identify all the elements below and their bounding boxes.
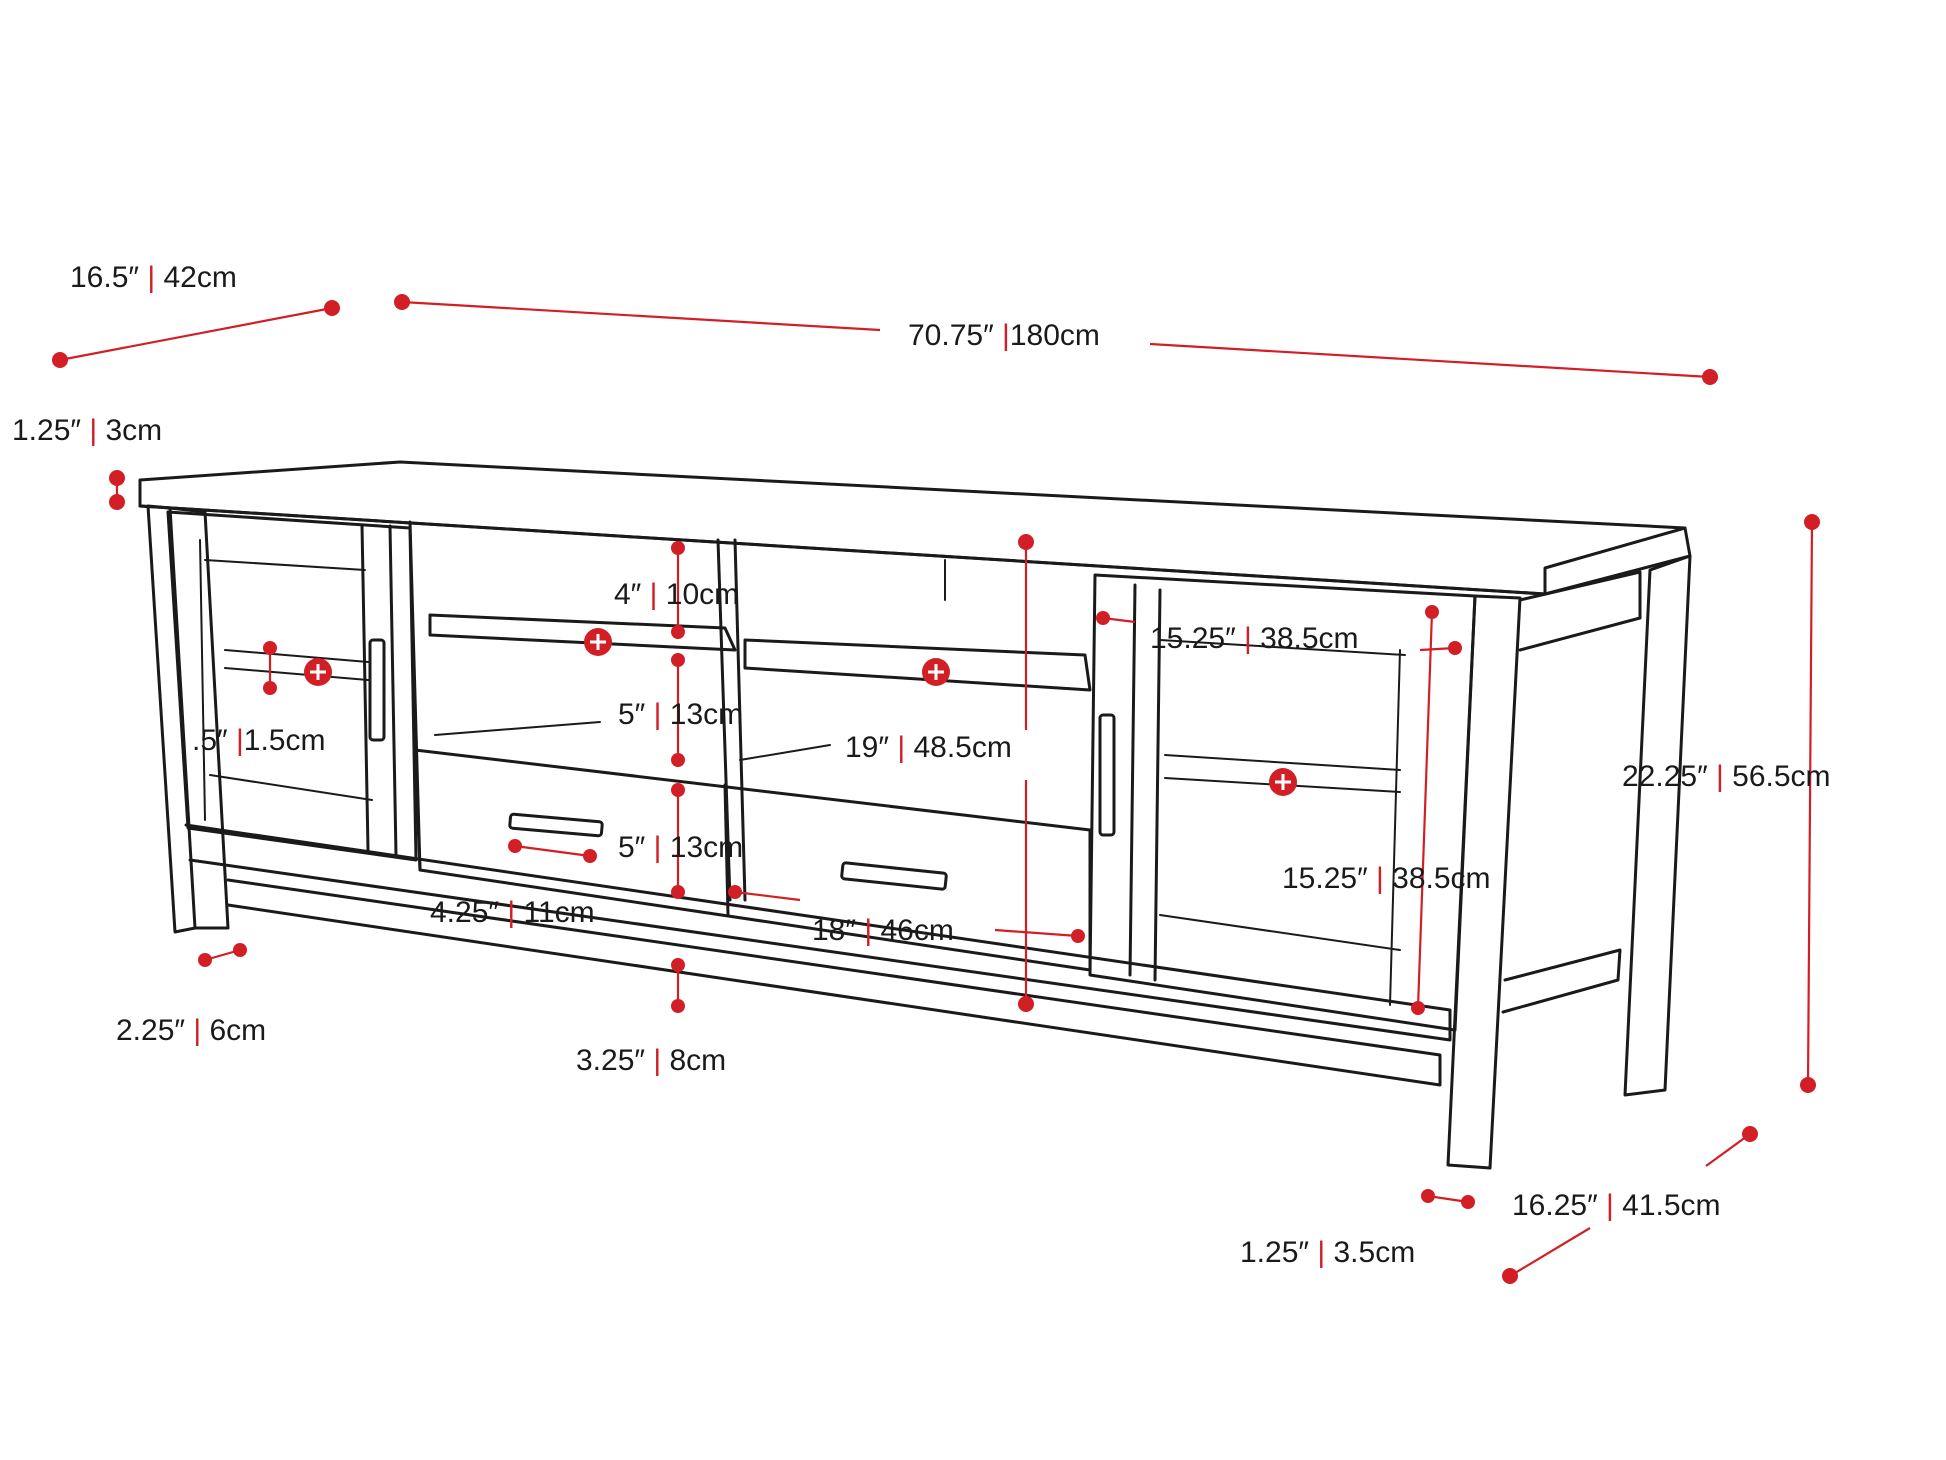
shelf-pin-icon [1269,768,1297,796]
left-leg-inner [168,506,230,930]
dimension-dot [1421,1189,1435,1203]
shelf-pin-icon [304,658,332,686]
dimension-dot [52,352,68,368]
dimension-label: 16.25″ | 41.5cm [1512,1189,1721,1222]
right-side-rail [1501,570,1642,1014]
dimension-dot [263,641,277,655]
left-drawer-handle [508,812,604,838]
shelf-pin-icons [304,628,1297,796]
dimension-dot [394,294,410,310]
center-upper-shelf-right [743,638,1092,692]
dimension-dot [1461,1195,1475,1209]
center-back-lines [434,559,946,761]
left-lower-rail [184,823,1452,1042]
shelf-pin-icon [922,658,950,686]
dimension-dot [671,958,685,972]
right-drawer-handle [840,861,948,891]
dimension-label: 1.25″ | 3.5cm [1240,1236,1415,1269]
dimension-dot [671,625,685,639]
dimension-dot [1018,996,1034,1012]
center-upper-shelf-left [428,613,737,652]
dimension-label: 19″ | 48.5cm [845,731,1012,764]
dimension-dot [583,849,597,863]
dimension-dot [1502,1268,1518,1284]
dimension-label: 5″ | 13cm [618,698,743,731]
dimension-dot [671,653,685,667]
drawer-front [413,748,1092,972]
dimension-label: 5″ | 13cm [618,831,743,864]
dimension-dot [1071,929,1085,943]
dimension-label: 4″ | 10cm [614,578,739,611]
right-door-glass [1159,639,1406,1006]
dimension-dot [1800,1077,1816,1093]
dimension-dot [1742,1126,1758,1142]
dimension-dot [324,300,340,316]
dimension-dot [109,494,125,510]
dimension-label: 15.25″ | 38.5cm [1150,622,1359,655]
dimension-label: 4.25″ | 11cm [430,896,595,929]
dimension-dot [1411,1001,1425,1015]
right-door-handle [1098,713,1116,837]
left-shelf [224,649,369,681]
dimension-dot [1018,534,1034,550]
top-panel-side-edge [1543,526,1687,596]
dimension-dot [1702,369,1718,385]
bottom-front-rail [226,878,1442,1087]
dimension-dot [263,681,277,695]
left-door-glass [199,539,373,821]
dimension-labels: 16.5″ | 42cm 70.75″ |180cm 1.25″ | 3cm .… [12,261,1831,1269]
top-panel-front-edge [138,504,1547,596]
dimension-label: 3.25″ | 8cm [576,1044,726,1077]
dimension-dots [52,294,1820,1284]
dimension-dot [671,753,685,767]
dimension-dot [233,943,247,957]
dimension-label: 70.75″ |180cm [908,319,1100,352]
center-divider [716,538,747,902]
right-leg-front [1446,594,1522,1170]
left-door [166,510,418,862]
dimension-dot [1425,605,1439,619]
dimension-dot [671,783,685,797]
tv-stand-drawing [138,460,1692,1170]
dimension-dot [109,470,125,486]
dimension-label: 2.25″ | 6cm [116,1014,266,1047]
dimension-dot [671,541,685,555]
right-back-leg [1623,554,1692,1097]
dimension-dot [508,839,522,853]
dimension-label: 1.25″ | 3cm [12,414,162,447]
dimension-label: 22.25″ | 56.5cm [1622,760,1831,793]
dimension-dot [1804,514,1820,530]
dimension-dot [671,999,685,1013]
dimension-label: 16.5″ | 42cm [70,261,237,294]
dimension-label: 18″ | 46cm [812,914,954,947]
dimension-dot [1096,611,1110,625]
left-door-handle [368,638,386,742]
top-panel [138,460,1692,596]
shelf-pin-icon [584,628,612,656]
dimension-dot [1448,641,1462,655]
right-door-stile [1128,583,1162,982]
dimension-label: .5″ |1.5cm [192,724,325,757]
left-door-stile [360,523,398,857]
dimension-dot [728,885,742,899]
drawer-split [723,783,730,917]
dimension-dot [198,953,212,967]
dimension-label: 15.25″ | 38.5cm [1282,862,1491,895]
dimension-dot [671,885,685,899]
dimension-lines [59,300,1814,1277]
